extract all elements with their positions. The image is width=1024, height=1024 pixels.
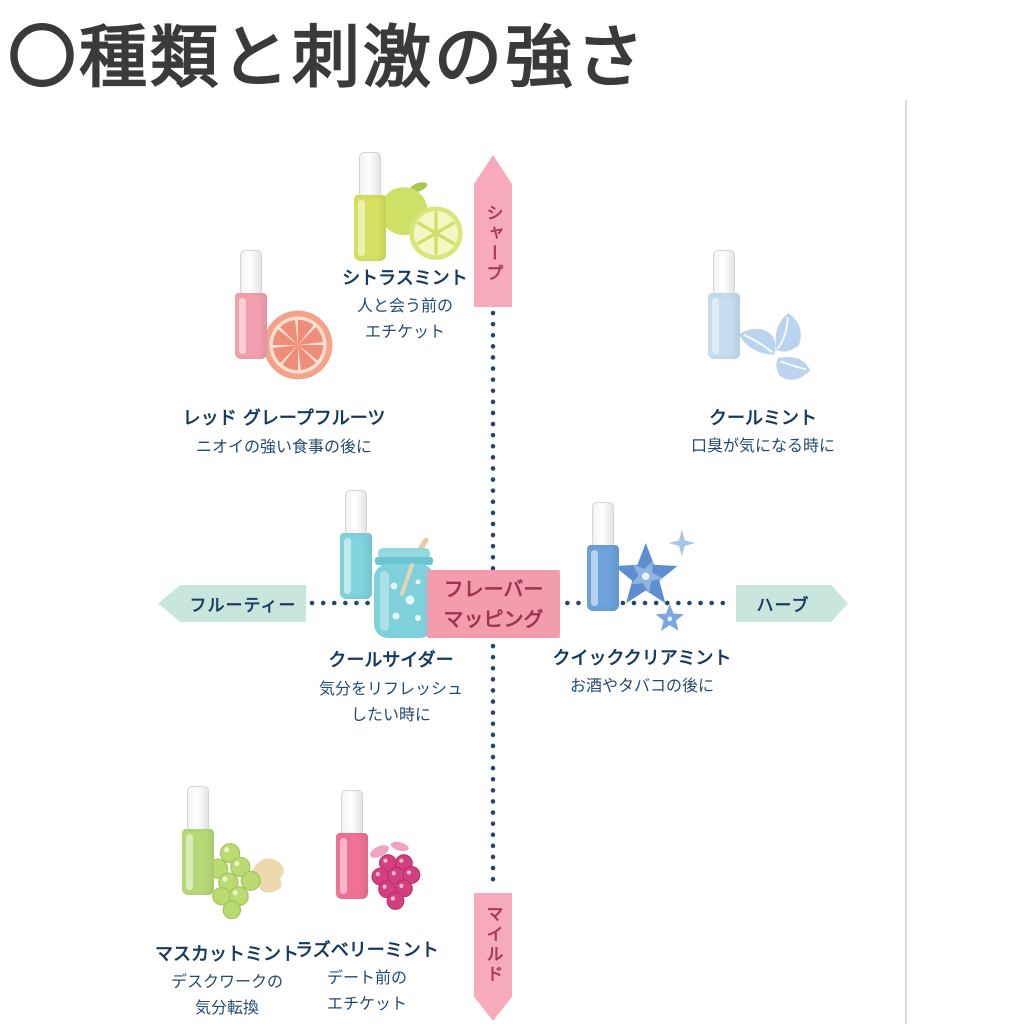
quick-clear-mint-bottle-icon bbox=[585, 502, 621, 614]
product-desc: 気分をリフレッシュ bbox=[318, 679, 463, 698]
raspberry-icon bbox=[370, 841, 421, 910]
axis-arrow-mild: マイルド bbox=[474, 893, 512, 1021]
product-name-cool-mint: クールミント bbox=[709, 408, 817, 429]
product-name-raspberry-mint: ラズベリーミント bbox=[295, 940, 439, 961]
product-name-cool-cider: クールサイダー bbox=[328, 650, 454, 671]
chart-right-border bbox=[905, 100, 907, 1024]
axis-arrow-fruity: フルーティー bbox=[158, 585, 306, 622]
product-desc: お酒やタバコの後に bbox=[569, 676, 714, 695]
product-name-citrus-mint: シトラスミント bbox=[342, 268, 468, 289]
red-grapefruit-bottle-icon bbox=[233, 250, 269, 362]
product-desc: エチケット bbox=[326, 994, 407, 1013]
raspberry-mint-bottle-icon bbox=[334, 790, 370, 902]
cool-cider-bottle-icon bbox=[338, 490, 374, 602]
product-name-quick-clear-mint: クイッククリアミント bbox=[552, 648, 732, 669]
axis-label-sharp: シャープ bbox=[482, 204, 503, 284]
axis-arrow-herb: ハーブ bbox=[736, 585, 848, 622]
product-name-muscat-mint: マスカットミント bbox=[155, 944, 299, 965]
product-desc: 口臭が気になる時に bbox=[690, 436, 835, 455]
citrus-mint-bottle-icon bbox=[352, 152, 388, 264]
axis-arrow-sharp: シャープ bbox=[474, 155, 512, 307]
muscat-mint-bottle-icon bbox=[180, 786, 216, 898]
product-desc: ニオイの強い食事の後に bbox=[195, 437, 372, 456]
axis-label-fruity: フルーティー bbox=[189, 596, 297, 616]
mint-leaves-icon bbox=[738, 313, 810, 380]
grapefruit-icon bbox=[263, 310, 333, 380]
center-label-line1: フレーバー bbox=[443, 577, 544, 601]
product-desc: デート前の bbox=[326, 968, 407, 987]
product-desc: したい時に bbox=[350, 705, 431, 724]
axis-label-herb: ハーブ bbox=[756, 596, 810, 616]
page-title: 〇種類と刺激の強さ bbox=[8, 19, 648, 98]
product-desc: デスクワークの bbox=[170, 972, 283, 991]
center-label-box: フレーバー マッピング bbox=[427, 570, 560, 638]
blue-flower-icon bbox=[614, 529, 696, 631]
cider-jar-icon bbox=[374, 538, 434, 638]
cool-mint-bottle-icon bbox=[706, 250, 742, 362]
axis-label-mild: マイルド bbox=[482, 905, 503, 985]
muscat-grapes-icon bbox=[207, 843, 284, 920]
product-desc: 気分転換 bbox=[194, 998, 259, 1017]
product-desc: エチケット bbox=[364, 322, 445, 341]
lime-icon bbox=[379, 182, 463, 260]
product-name-red-grapefruit: レッド グレープフルーツ bbox=[182, 408, 386, 429]
product-desc: 人と会う前の bbox=[356, 296, 453, 315]
center-label-line2: マッピング bbox=[443, 607, 544, 631]
